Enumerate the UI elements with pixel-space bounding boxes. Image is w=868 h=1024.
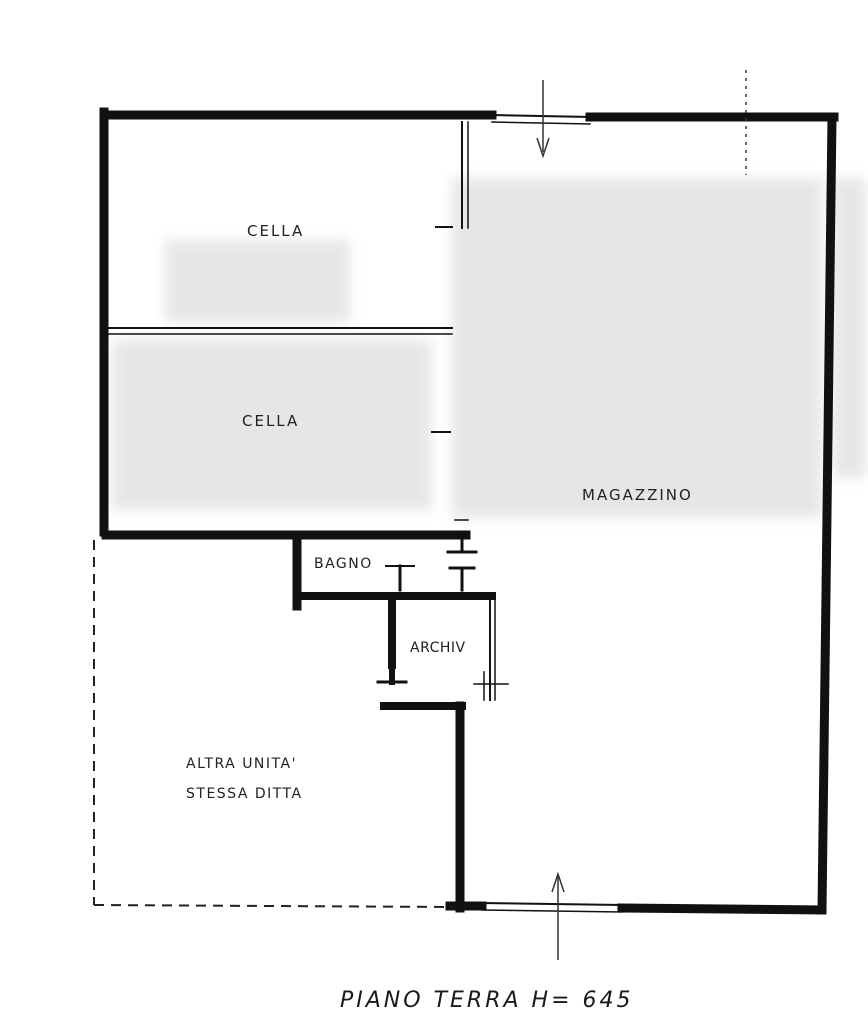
boundary-bottom xyxy=(93,904,453,908)
wall-bottom-right xyxy=(617,903,827,915)
room-label-cella-top: CELLA xyxy=(247,222,305,240)
door-bottom-jamb-2 xyxy=(481,909,623,913)
room-label-bagno: BAGNO xyxy=(314,556,373,572)
door-top-jamb-2 xyxy=(491,121,591,125)
door-top-jamb xyxy=(490,113,592,119)
section-arrow-top xyxy=(536,137,550,159)
section-arrow-bottom xyxy=(551,871,565,893)
redacted-area-right xyxy=(452,178,822,518)
room-label-stessa-ditta: STESSA DITTA xyxy=(186,786,303,802)
door-bottom-jamb xyxy=(480,901,624,907)
redacted-area-left-top xyxy=(165,240,350,322)
room-label-cella-bottom: CELLA xyxy=(242,412,300,430)
redacted-area-right-edge xyxy=(832,178,866,478)
plan-caption: PIANO TERRA H= 645 xyxy=(340,988,634,1013)
room-label-magazzino: MAGAZZINO xyxy=(582,486,693,504)
room-label-altra-unita: ALTRA UNITA' xyxy=(186,756,297,772)
redacted-area-left-bottom xyxy=(112,340,432,510)
wall-right xyxy=(817,112,837,915)
room-label-archivio: ARCHIV xyxy=(410,640,466,656)
